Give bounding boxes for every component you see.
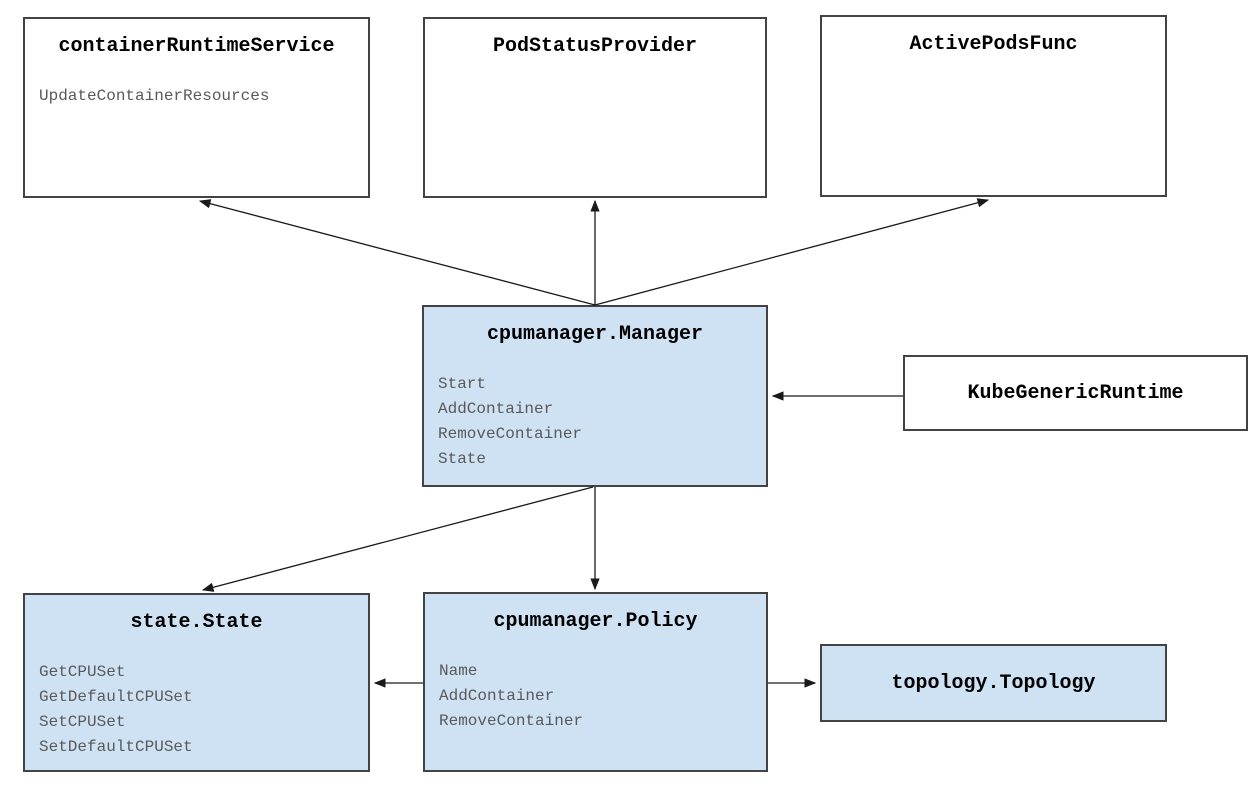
node-title: topology.Topology bbox=[891, 671, 1096, 695]
method-item: Name bbox=[439, 662, 478, 680]
node-title: cpumanager.Policy bbox=[493, 610, 698, 633]
node-title: containerRuntimeService bbox=[58, 35, 335, 58]
edge-manager-to-active-pods-func bbox=[594, 198, 990, 306]
node-title: PodStatusProvider bbox=[492, 35, 698, 58]
method-item: RemoveContainer bbox=[439, 712, 584, 730]
method-item: SetDefaultCPUSet bbox=[39, 738, 193, 756]
edge-manager-to-state-state bbox=[201, 486, 594, 592]
method-item: AddContainer bbox=[438, 400, 554, 418]
node-container-runtime-service: containerRuntimeService UpdateContainerR… bbox=[23, 17, 370, 198]
method-item: SetCPUSet bbox=[39, 713, 126, 731]
method-item: GetDefaultCPUSet bbox=[39, 688, 193, 706]
node-title: KubeGenericRuntime bbox=[967, 381, 1184, 405]
method-item: Start bbox=[438, 375, 487, 393]
method-item: GetCPUSet bbox=[39, 663, 126, 681]
edge-manager-to-container-runtime-service bbox=[198, 199, 596, 306]
node-methods: UpdateContainerResources bbox=[39, 84, 368, 109]
method-item: AddContainer bbox=[439, 687, 555, 705]
node-topology-topology: topology.Topology bbox=[820, 644, 1167, 722]
method-item: UpdateContainerResources bbox=[39, 87, 270, 105]
method-item: State bbox=[438, 450, 487, 468]
node-kube-generic-runtime: KubeGenericRuntime bbox=[903, 355, 1248, 431]
node-title: cpumanager.Manager bbox=[486, 323, 704, 346]
node-pod-status-provider: PodStatusProvider bbox=[423, 17, 767, 198]
method-item: RemoveContainer bbox=[438, 425, 583, 443]
node-title: ActivePodsFunc bbox=[909, 33, 1078, 56]
node-active-pods-func: ActivePodsFunc bbox=[820, 15, 1167, 197]
node-title: state.State bbox=[130, 611, 263, 634]
